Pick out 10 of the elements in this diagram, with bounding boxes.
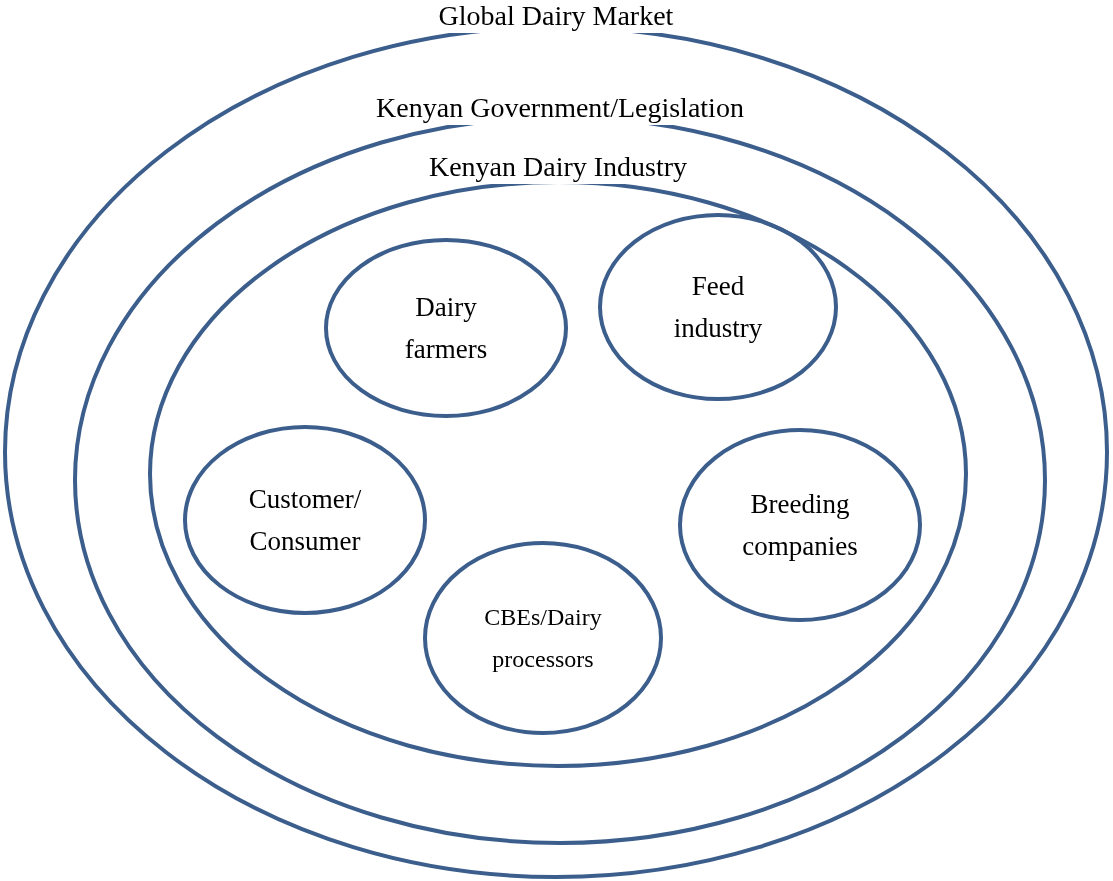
circle-node — [423, 541, 663, 735]
circle-node — [598, 213, 838, 401]
circle-node — [183, 425, 427, 615]
node-label: Feed industry — [672, 270, 764, 345]
circle-node — [678, 428, 922, 622]
circle-node — [324, 238, 568, 418]
node-label: Breeding companies — [741, 488, 859, 563]
node-label: Customer/ Consumer — [247, 483, 363, 558]
node-label: Dairy farmers — [403, 291, 489, 366]
node-label: CBEs/Dairy processors — [483, 603, 603, 674]
